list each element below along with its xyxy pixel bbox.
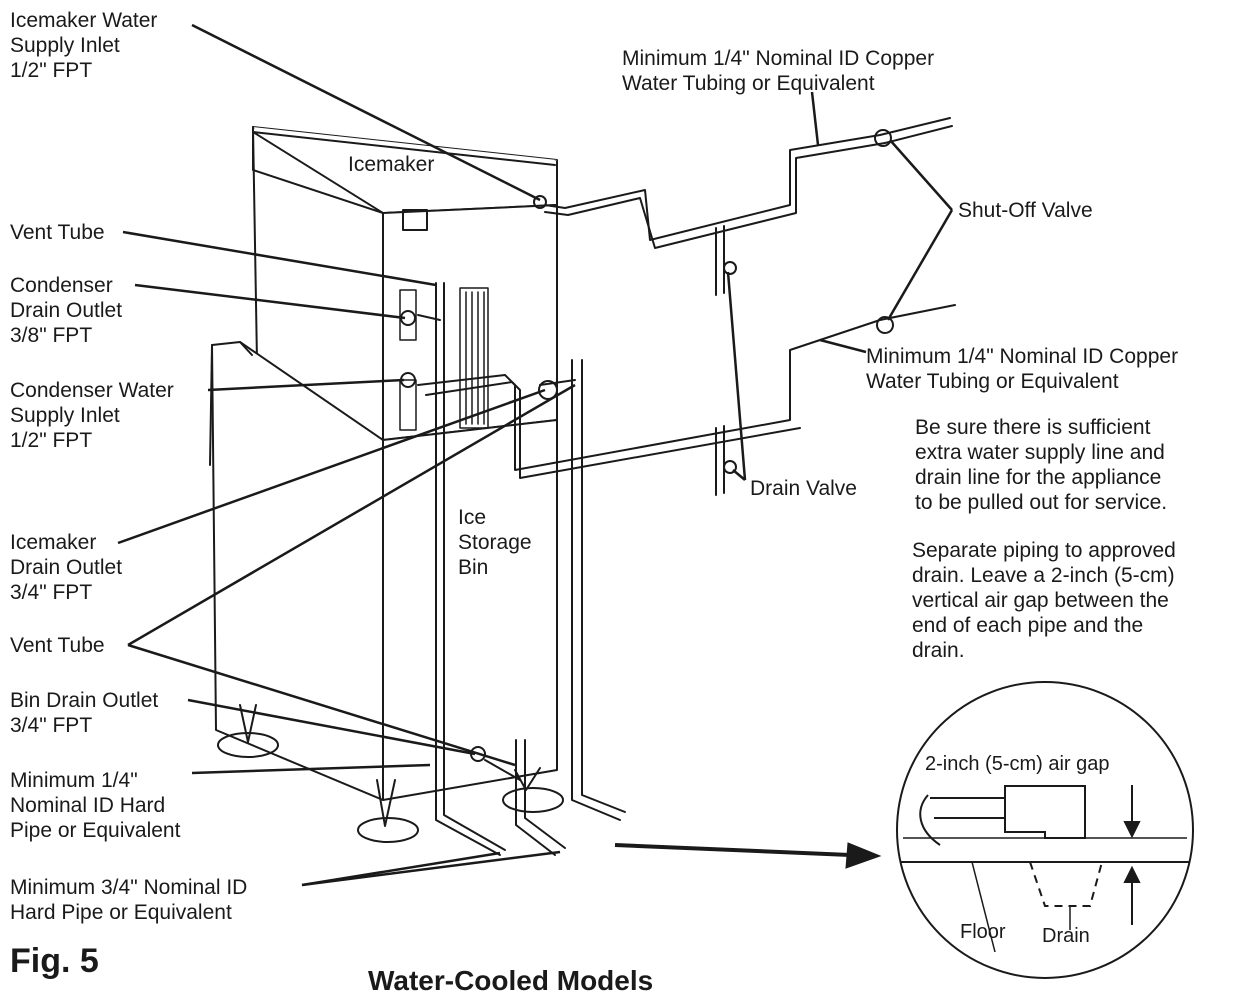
detail-drain-label: Drain — [1042, 925, 1090, 947]
label-vent-tube-bottom: Vent Tube — [10, 634, 105, 657]
label-condenser-water: Condenser Water Supply Inlet 1/2" FPT — [10, 379, 174, 452]
condenser-lines — [417, 304, 956, 479]
label-copper-mid: Minimum 1/4" Nominal ID Copper Water Tub… — [866, 345, 1179, 393]
floor-drain-pipes — [435, 759, 626, 856]
shut-off-valve-top — [874, 129, 892, 147]
label-icemaker-drain: Icemaker Drain Outlet 3/4" FPT — [10, 531, 123, 604]
label-drain-valve: Drain Valve — [750, 477, 857, 500]
detail-floor-label: Floor — [960, 921, 1006, 943]
label-vent-tube-top: Vent Tube — [10, 221, 105, 244]
shut-off-valve-bottom — [876, 316, 894, 334]
drain-valve-risers — [715, 225, 737, 496]
air-gap-detail — [896, 681, 1194, 979]
detail-arrow — [614, 842, 882, 869]
icemaker-cabinet — [252, 126, 558, 441]
ice-storage-bin — [209, 341, 564, 843]
note-piping: Separate piping to approved drain. Leave… — [912, 539, 1176, 662]
label-icemaker-water-inlet: Icemaker Water Supply Inlet 1/2" FPT — [10, 9, 158, 82]
condenser-grille — [399, 287, 489, 431]
label-ice-storage-bin: Ice Storage Bin — [458, 506, 532, 579]
icemaker-supply-line — [544, 117, 953, 249]
label-hard-pipe-quarter: Minimum 1/4" Nominal ID Hard Pipe or Equ… — [10, 769, 181, 842]
label-bin-drain: Bin Drain Outlet 3/4" FPT — [10, 689, 159, 737]
vent-tubes — [435, 282, 583, 791]
label-shut-off-valve: Shut-Off Valve — [958, 199, 1093, 222]
detail-air-gap-label: 2-inch (5-cm) air gap — [925, 753, 1110, 775]
label-icemaker: Icemaker — [348, 153, 435, 176]
label-hard-pipe-three-quarter: Minimum 3/4" Nominal ID Hard Pipe or Equ… — [10, 876, 248, 924]
label-copper-top: Minimum 1/4" Nominal ID Copper Water Tub… — [622, 47, 935, 95]
label-condenser-drain: Condenser Drain Outlet 3/8" FPT — [10, 274, 123, 347]
figure-caption: Water-Cooled Models — [368, 965, 654, 996]
figure-number: Fig. 5 — [10, 942, 99, 980]
note-supply-line: Be sure there is sufficient extra water … — [915, 416, 1168, 514]
